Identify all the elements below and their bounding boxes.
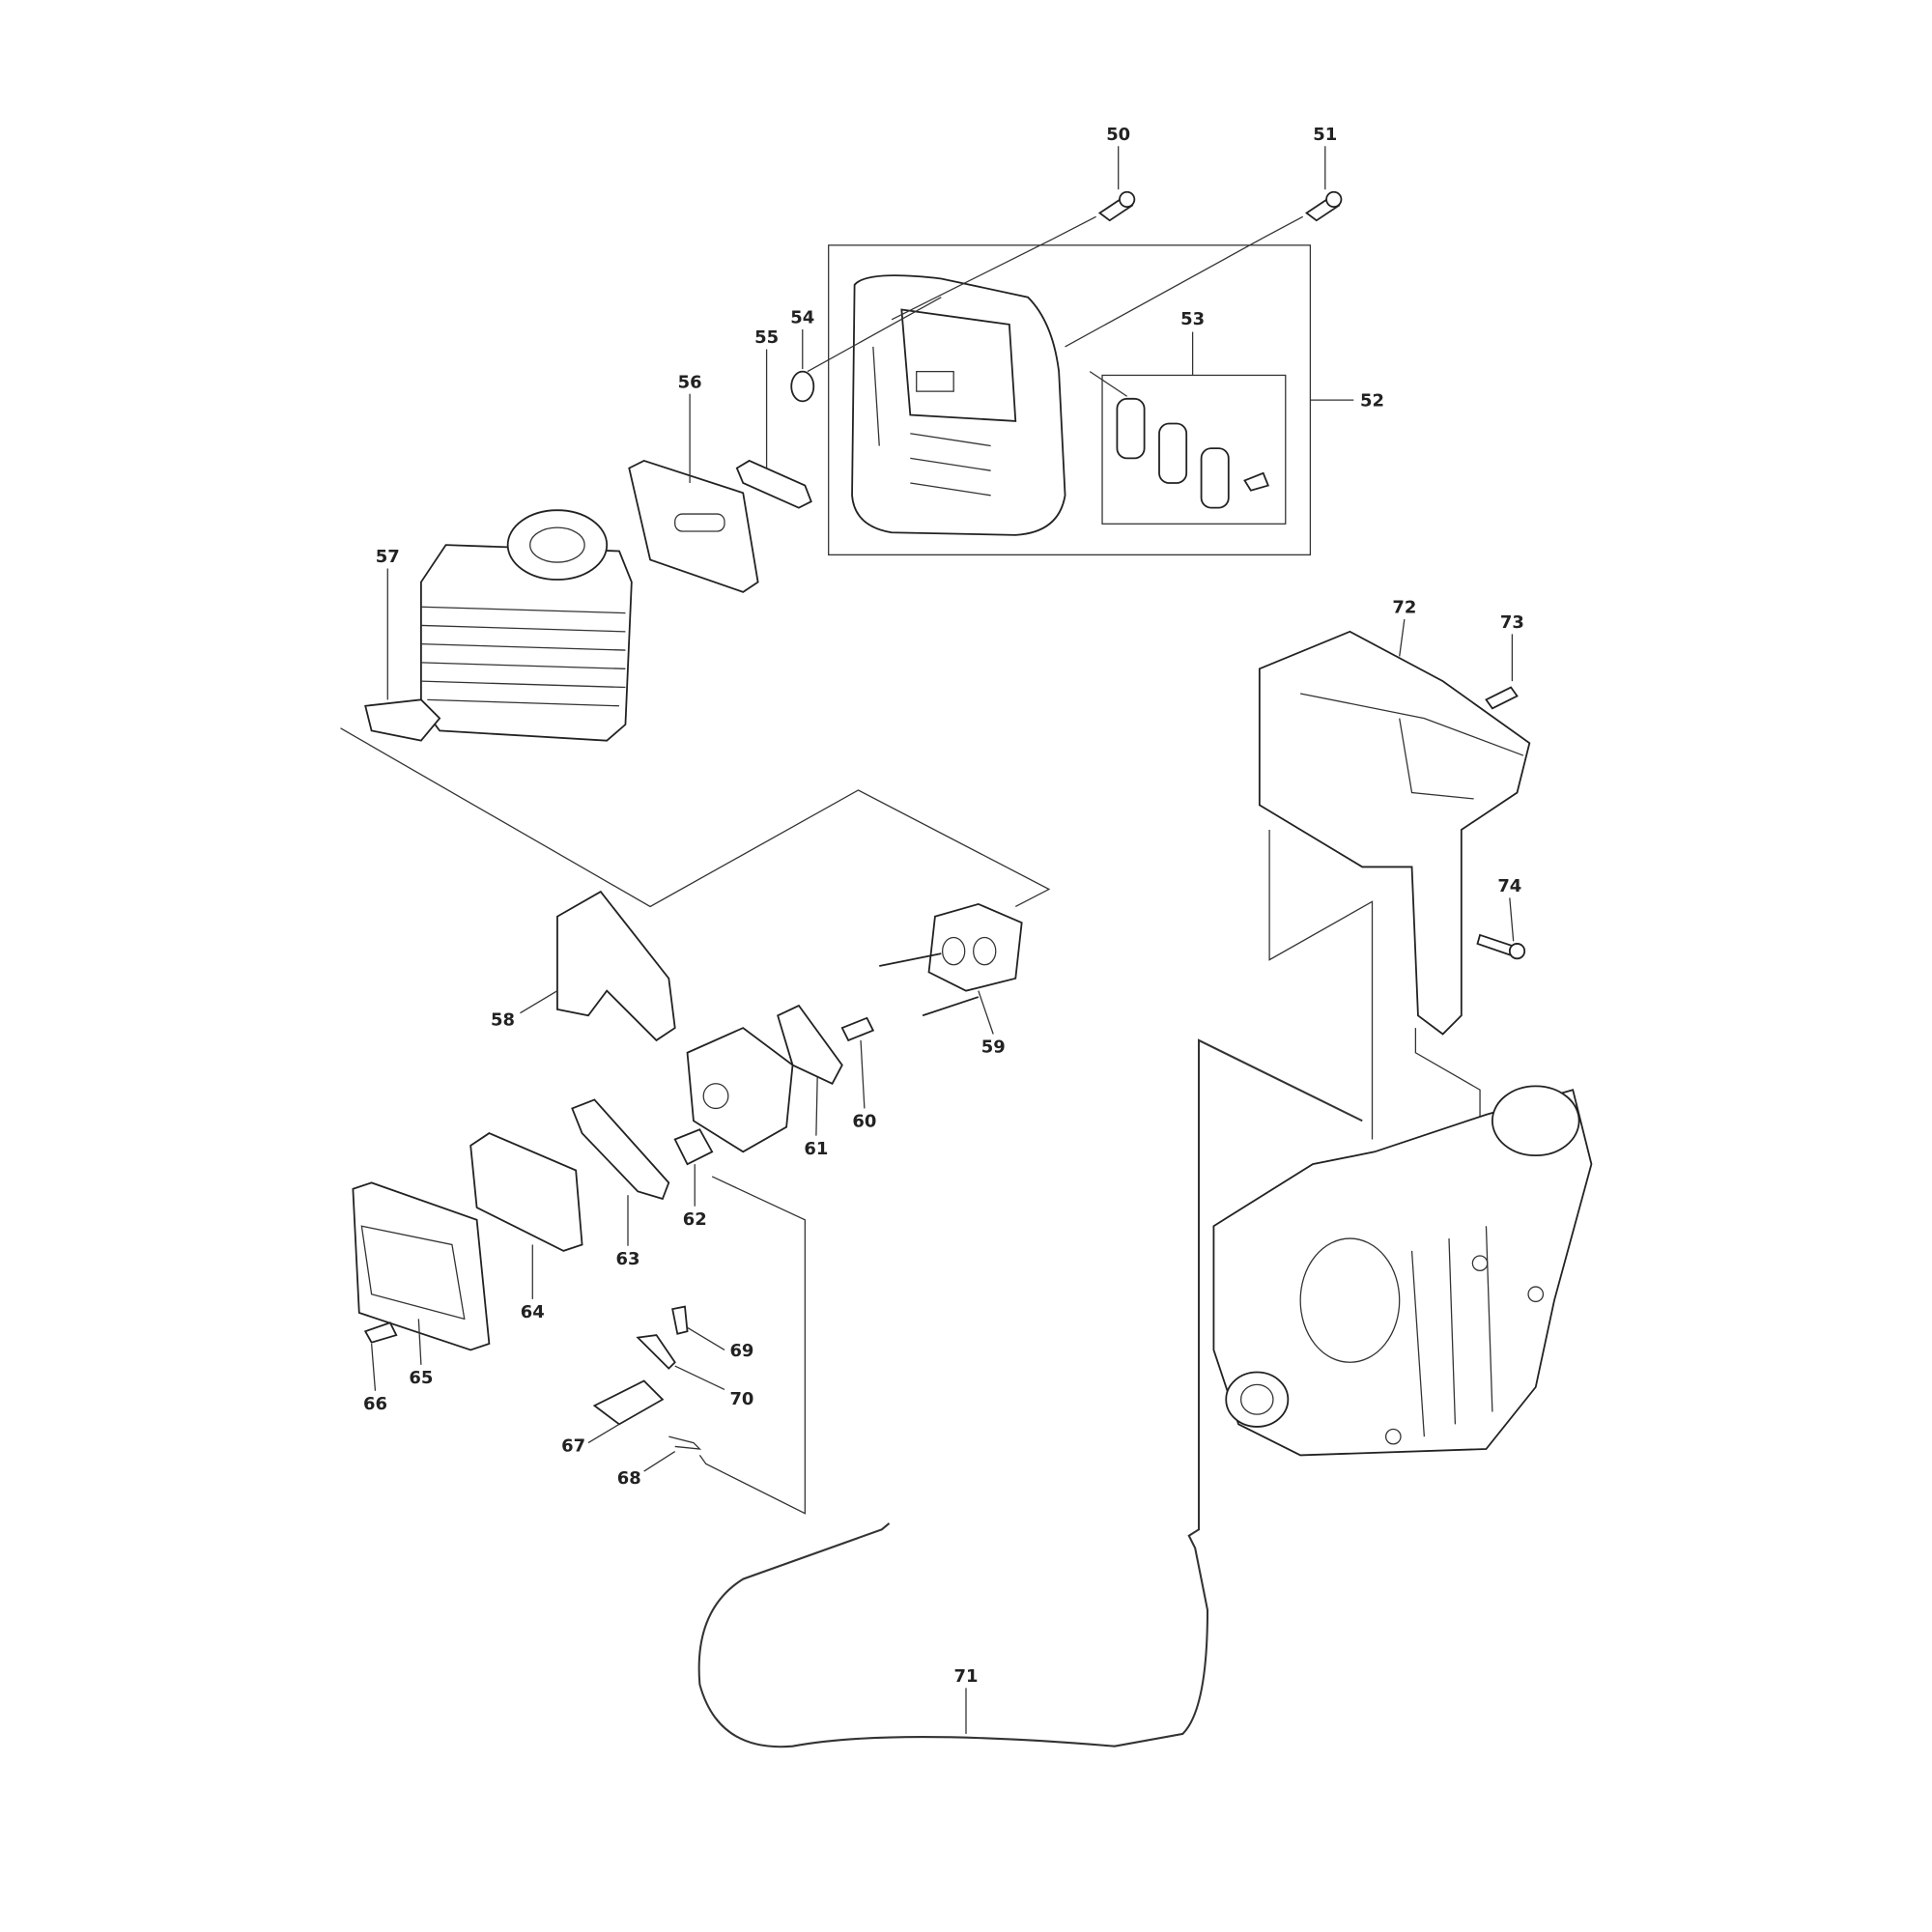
carburetor — [686, 1027, 794, 1153]
lever-70 — [636, 1334, 676, 1370]
label-50[interactable]: 50 — [1106, 125, 1130, 145]
label-74[interactable]: 74 — [1497, 876, 1521, 896]
cylinder-57 — [364, 509, 633, 742]
engine-crankcase — [1212, 1085, 1593, 1457]
screw-73 — [1485, 686, 1519, 710]
spring-68 — [668, 1435, 702, 1450]
shroud-72 — [1258, 618, 1531, 1313]
part-labels: 50 51 52 53 54 55 56 57 58 59 60 61 62 6… — [363, 125, 1524, 1687]
label-66[interactable]: 66 — [363, 1394, 387, 1414]
air-filter-64 — [469, 1132, 583, 1252]
label-70[interactable]: 70 — [729, 1389, 753, 1409]
heat-shield-56 — [628, 459, 759, 593]
label-60[interactable]: 60 — [852, 1112, 876, 1132]
label-59[interactable]: 59 — [981, 1037, 1006, 1058]
label-55[interactable]: 55 — [754, 327, 779, 348]
intake-bracket-58 — [520, 890, 676, 1042]
label-68[interactable]: 68 — [617, 1468, 641, 1489]
screw-66 — [363, 1321, 398, 1344]
bolt-50 — [891, 146, 1136, 321]
label-72[interactable]: 72 — [1392, 598, 1416, 618]
button-67 — [592, 1379, 665, 1426]
screw-69 — [671, 1305, 689, 1335]
label-69[interactable]: 69 — [729, 1341, 753, 1361]
muffler-assembly — [828, 244, 1312, 555]
filter-cover-65 — [352, 1181, 491, 1351]
label-53[interactable]: 53 — [1180, 309, 1205, 329]
bolt-51 — [1065, 146, 1343, 348]
label-65[interactable]: 65 — [409, 1368, 433, 1388]
gasket-63 — [571, 1098, 670, 1201]
label-57[interactable]: 57 — [376, 547, 400, 567]
label-61[interactable]: 61 — [804, 1139, 828, 1159]
screw-60 — [840, 1016, 875, 1042]
label-73[interactable]: 73 — [1500, 612, 1524, 633]
label-58[interactable]: 58 — [491, 1010, 515, 1031]
sleeve-62 — [673, 1128, 714, 1166]
gasket-61 — [777, 1004, 843, 1085]
ring-54 — [790, 370, 815, 403]
spacer-59 — [879, 902, 1023, 1035]
label-56[interactable]: 56 — [678, 372, 702, 392]
label-52[interactable]: 52 — [1360, 391, 1384, 412]
label-51[interactable]: 51 — [1313, 125, 1337, 145]
label-71[interactable]: 71 — [954, 1666, 979, 1687]
label-64[interactable]: 64 — [521, 1302, 545, 1322]
gasket-kit-box — [1101, 374, 1287, 525]
label-67[interactable]: 67 — [561, 1436, 585, 1457]
label-63[interactable]: 63 — [616, 1249, 640, 1269]
gasket-55 — [735, 459, 812, 509]
throttle-cable-71 — [697, 1038, 1363, 1748]
label-62[interactable]: 62 — [683, 1209, 707, 1230]
label-54[interactable]: 54 — [790, 308, 814, 328]
